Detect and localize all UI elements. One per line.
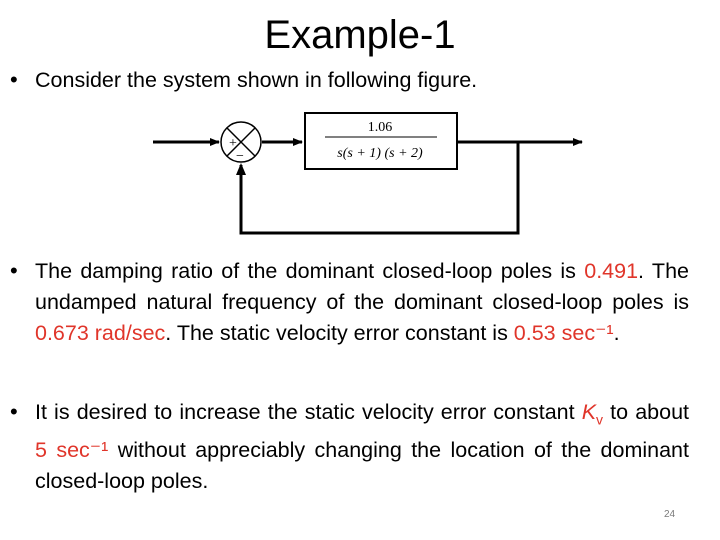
kv-symbol: Kv: [581, 400, 604, 428]
page-number: 24: [664, 509, 676, 520]
goal-paragraph: It is desired to increase the static vel…: [35, 397, 689, 497]
sum-plus-sign: +: [229, 136, 237, 151]
bullet-marker: •: [10, 67, 18, 92]
feedback-path: [239, 142, 520, 235]
damping-text-2: . The undamped natural frequency of the …: [35, 259, 689, 314]
tf-denominator: s(s + 1) (s + 2): [337, 146, 423, 161]
damping-text-1: The damping ratio of the dominant closed…: [35, 259, 585, 283]
intro-paragraph: Consider the system shown in following f…: [35, 65, 689, 96]
bullet-marker: •: [10, 399, 18, 424]
damping-paragraph: The damping ratio of the dominant closed…: [35, 256, 689, 349]
velocity-error-constant-value: 0.53 sec⁻¹: [513, 321, 614, 345]
damping-text-4: .: [613, 321, 620, 345]
bullet-marker: •: [10, 258, 18, 283]
kv-subscript: v: [596, 411, 604, 428]
damping-text-3: . The static velocity error constant is: [165, 321, 514, 345]
kv-target-value: 5 sec⁻¹: [35, 438, 109, 463]
intro-text: Consider the system shown in following f…: [35, 68, 478, 92]
natural-frequency-value: 0.673 rad/sec: [35, 321, 166, 345]
kv-letter: K: [581, 400, 597, 424]
sum-minus-sign: −: [236, 149, 244, 164]
goal-text-1: It is desired to increase the static vel…: [35, 400, 582, 424]
block-diagram: + − 1.06 s(s + 1) (s + 2): [153, 112, 583, 235]
tf-numerator: 1.06: [368, 120, 393, 135]
transfer-function-block: [304, 112, 458, 170]
damping-ratio-value: 0.491: [584, 259, 639, 283]
goal-text-3: without appreciably changing the locatio…: [35, 438, 689, 494]
feedback-arrowhead: [236, 163, 246, 175]
slide-title: Example-1: [264, 13, 456, 57]
goal-text-2: to about: [603, 400, 689, 424]
summing-junction: + −: [220, 121, 262, 164]
